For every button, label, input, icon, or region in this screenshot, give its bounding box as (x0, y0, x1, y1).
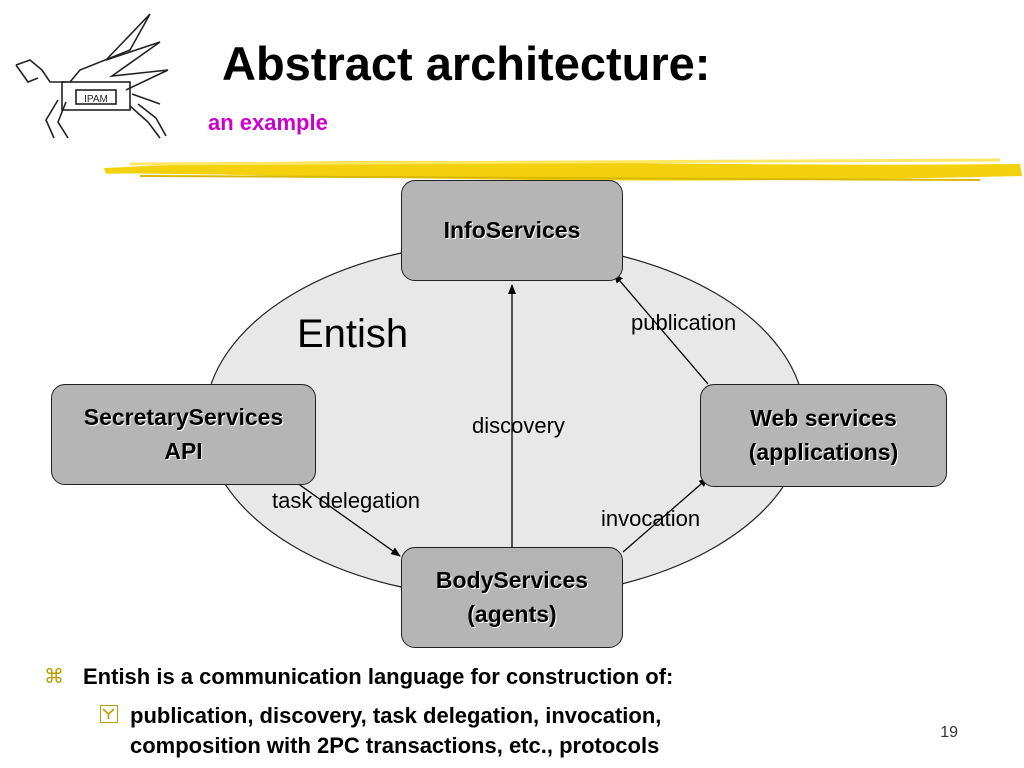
ipam-logo: IPAM (15, 13, 169, 139)
edge-label-task-delegation: task delegation (272, 488, 420, 513)
slide-subtitle: an example (208, 110, 328, 135)
edge-label-discovery: discovery (472, 413, 565, 438)
entish-label: Entish (297, 312, 409, 356)
highlighter-stroke (104, 158, 1022, 181)
publication-arrow (613, 273, 709, 385)
checkbox-bullet-icon (100, 705, 118, 723)
node-secretaryservices-label: SecretaryServices API (83, 404, 284, 464)
bullet-main: Entish is a communication language for c… (83, 664, 674, 689)
task-delegation-arrow (289, 477, 401, 557)
bullet-sub-line1: publication, discovery, task delegation,… (130, 703, 662, 728)
node-webservices-label: Web services (applications) (748, 405, 899, 465)
page-number: 19 (940, 724, 958, 741)
node-bodyservices-label: BodyServices (agents) (435, 567, 589, 627)
node-infoservices: InfoServices (401, 180, 623, 281)
bullet-sub-line2: composition with 2PC transactions, etc.,… (130, 732, 660, 758)
bullet-sub: publication, discovery, task delegation,… (130, 701, 661, 760)
command-bullet-icon: ⌘ (44, 666, 64, 688)
node-secretaryservices: SecretaryServices API (51, 384, 316, 485)
edge-label-invocation: invocation (601, 506, 701, 531)
node-bodyservices: BodyServices (agents) (401, 547, 623, 648)
edge-label-publication: publication (631, 310, 737, 335)
node-infoservices-label: InfoServices (443, 216, 581, 243)
logo-text: IPAM (84, 94, 108, 105)
slide-title: Abstract architecture: (222, 37, 711, 90)
invocation-arrow (622, 477, 709, 553)
node-webservices: Web services (applications) (700, 384, 947, 487)
